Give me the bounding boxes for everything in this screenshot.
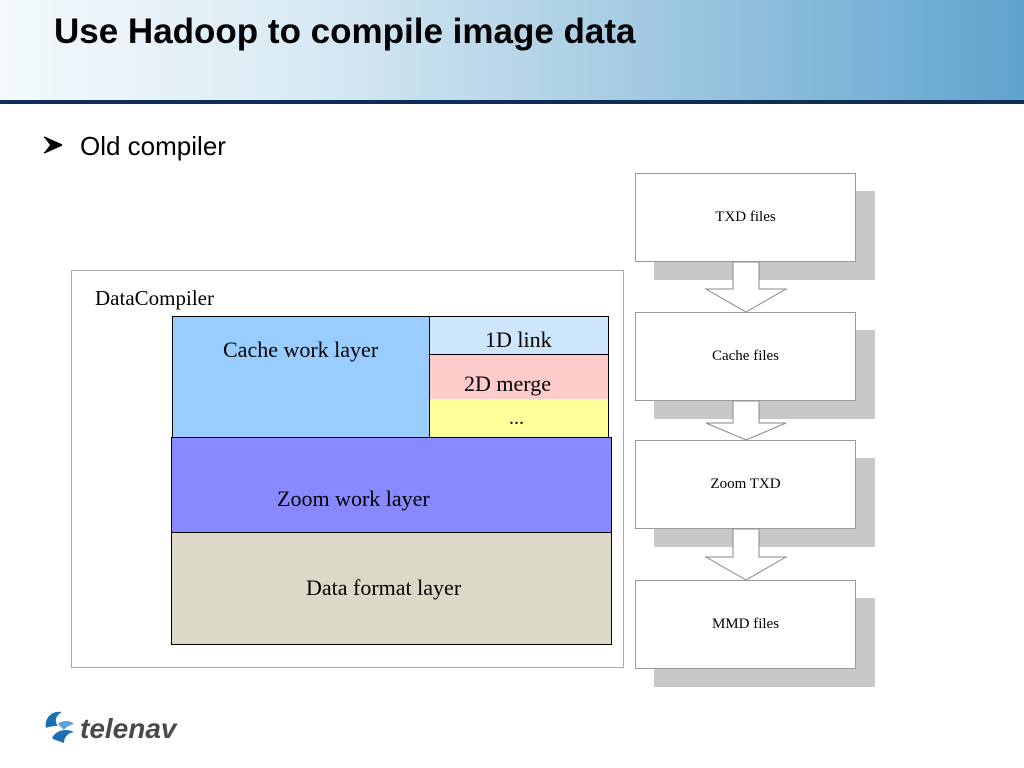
flow-arrow-2 — [705, 400, 787, 441]
flow-arrow-3 — [704, 528, 788, 581]
flow-step-txd-files: TXD files — [635, 173, 856, 262]
more-label: ... — [509, 407, 524, 429]
data-format-layer-label: Data format layer — [306, 575, 462, 600]
link-1d-block: 1D link — [430, 316, 609, 355]
header-divider — [0, 100, 1024, 104]
flow-step-zoom-txd: Zoom TXD — [635, 440, 856, 529]
telenav-logo: telenav — [45, 711, 178, 744]
slide-title: Use Hadoop to compile image data — [54, 12, 636, 51]
flow-step-cache-files: Cache files — [635, 312, 856, 401]
slide-header — [0, 0, 1024, 100]
merge-2d-label: 2D merge — [464, 371, 551, 396]
flow-step-label: MMD files — [711, 616, 780, 632]
flow-step-label: TXD files — [715, 209, 776, 225]
datacompiler-label: DataCompiler — [95, 286, 214, 310]
flow-step-mmd-files: MMD files — [635, 580, 856, 669]
data-format-layer: Data format layer — [171, 533, 612, 645]
merge-2d-block: 2D merge — [430, 355, 609, 399]
link-1d-label: 1D link — [485, 327, 552, 352]
bullet-arrow-icon — [43, 136, 63, 154]
bullet-old-compiler: Old compiler — [80, 131, 226, 161]
flow-step-label: Cache files — [711, 348, 780, 364]
cache-work-layer: Cache work layer — [172, 316, 430, 438]
telenav-logo-text: telenav — [80, 713, 178, 744]
telenav-logo-icon — [45, 711, 74, 743]
cache-work-layer-label: Cache work layer — [223, 337, 379, 362]
zoom-work-layer: Zoom work layer — [171, 437, 612, 533]
zoom-work-layer-label: Zoom work layer — [277, 486, 430, 511]
flow-step-label: Zoom TXD — [710, 476, 781, 492]
flow-arrow-1 — [704, 261, 788, 313]
